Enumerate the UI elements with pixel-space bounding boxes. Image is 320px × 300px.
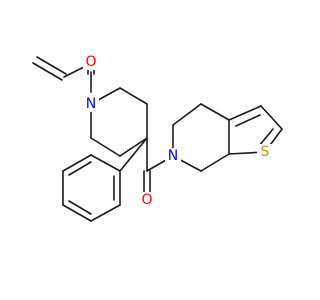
- phenyl-ring: [62, 154, 121, 222]
- quaternary-substituents: [119, 137, 174, 198]
- atom-label-s1: S: [261, 144, 270, 160]
- atom-label-n1: N: [86, 96, 96, 112]
- bond-ph-6: [90, 154, 121, 172]
- bond-th-inner-a: [235, 114, 261, 127]
- bond-ph-5: [62, 154, 92, 172]
- bond-c7-c8: [172, 103, 202, 126]
- atom-o-acryl: O: [83, 54, 99, 70]
- bond-c4-c5: [119, 137, 148, 157]
- molecule-structure: O N O N S: [32, 54, 283, 222]
- bond-c5-c6: [90, 137, 121, 157]
- bond-ph-inner-b: [68, 200, 92, 215]
- bond-vinyl-double-a: [32, 62, 63, 81]
- bond-ph-inner-c: [68, 161, 92, 176]
- piperidine-ring: [90, 87, 148, 157]
- bond-c4-phenyl: [119, 137, 148, 172]
- atom-o-amide: O: [139, 192, 155, 208]
- atom-label-n2: N: [168, 148, 178, 164]
- bond-c8-c9: [200, 103, 230, 121]
- atom-label-o1: O: [85, 54, 96, 70]
- thiophene-ring: [228, 105, 283, 155]
- atom-n-piperidine: N: [83, 96, 99, 112]
- molecule-canvas: O N O N S: [32, 54, 283, 222]
- bond-th-1: [228, 105, 262, 121]
- bond-ph-2: [90, 204, 121, 222]
- tetrahydropyridine-ring: [172, 103, 230, 172]
- atom-label-o2: O: [141, 192, 152, 208]
- bond-th-2: [260, 105, 283, 130]
- bond-c2-c3: [119, 87, 148, 105]
- bond-ph-3: [62, 204, 92, 222]
- atom-n-amide: N: [165, 148, 181, 164]
- atom-labels: O N O N S: [83, 54, 273, 208]
- bond-vinyl-double-b: [36, 56, 67, 75]
- atom-s-thiophene: S: [257, 144, 273, 160]
- bond-c10-c11: [200, 153, 230, 172]
- bond-th-inner-b: [258, 128, 274, 147]
